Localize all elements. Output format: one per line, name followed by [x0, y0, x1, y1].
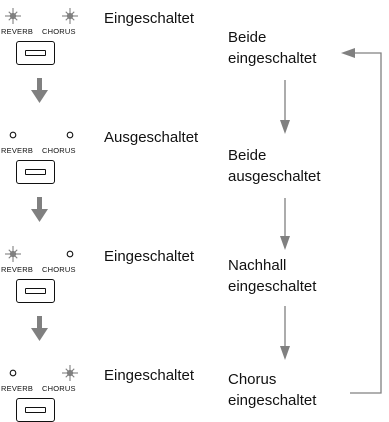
down-arrow-icon: [31, 78, 48, 103]
flow-arrow-icon: [280, 306, 290, 360]
chorus-label: CHORUS: [42, 384, 76, 393]
reverb-label: REVERB: [1, 27, 34, 36]
status-text: Eingeschaltet: [104, 10, 195, 27]
reverb-label: REVERB: [1, 265, 34, 274]
down-arrow-icon: [31, 197, 48, 222]
return-loop-arrow: [350, 52, 382, 394]
description-line-1: Beide: [228, 29, 267, 46]
effect-button[interactable]: [16, 279, 55, 303]
reverb-label: REVERB: [1, 384, 34, 393]
led-off-icon: [9, 131, 17, 139]
description-line-1: Chorus: [228, 371, 277, 388]
chorus-label: CHORUS: [42, 27, 76, 36]
button-face: [25, 288, 46, 294]
flow-arrow-icon: [280, 198, 290, 250]
description-line-2: eingeschaltet: [228, 50, 317, 67]
status-text: Eingeschaltet: [104, 248, 195, 265]
status-text: Ausgeschaltet: [104, 129, 199, 146]
effect-button[interactable]: [16, 41, 55, 65]
led-off-icon: [9, 369, 17, 377]
reverb-label: REVERB: [1, 146, 34, 155]
effect-button[interactable]: [16, 398, 55, 422]
effect-button[interactable]: [16, 160, 55, 184]
led-on-icon: [62, 365, 78, 381]
led-off-icon: [66, 131, 74, 139]
button-face: [25, 50, 46, 56]
left-arrow-icon: [341, 48, 355, 58]
led-on-icon: [62, 8, 78, 24]
status-text: Eingeschaltet: [104, 367, 195, 384]
led-off-icon: [66, 250, 74, 258]
led-on-icon: [5, 246, 21, 262]
flow-arrow-icon: [280, 80, 290, 134]
description-line-1: Nachhall: [228, 257, 287, 274]
down-arrow-icon: [31, 316, 48, 341]
chorus-label: CHORUS: [42, 146, 76, 155]
description-line-2: eingeschaltet: [228, 278, 317, 295]
led-on-icon: [5, 8, 21, 24]
description-line-2: ausgeschaltet: [228, 168, 321, 185]
description-line-1: Beide: [228, 147, 267, 164]
description-line-2: eingeschaltet: [228, 392, 317, 409]
chorus-label: CHORUS: [42, 265, 76, 274]
button-face: [25, 407, 46, 413]
button-face: [25, 169, 46, 175]
